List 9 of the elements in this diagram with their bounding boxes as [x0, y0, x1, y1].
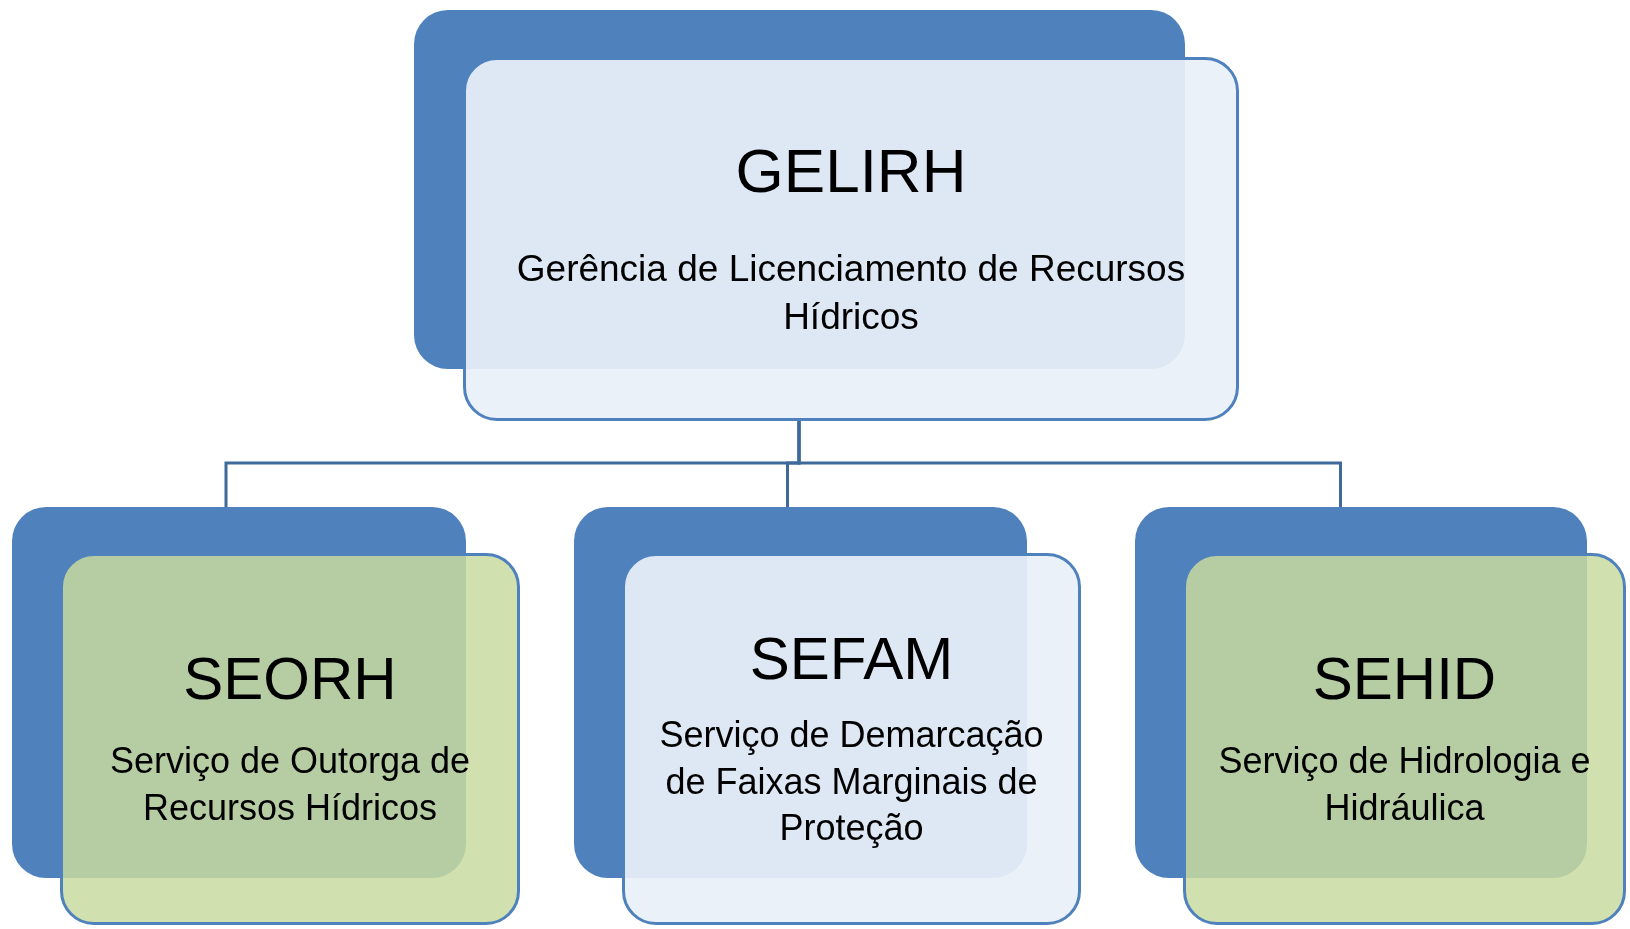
unit-name: Gerência de Licenciamento de Recursos Hídricos — [515, 247, 1187, 340]
connector-line — [797, 421, 1342, 507]
unit-name: Serviço de Demarcação de Faixas Marginais de Proteção — [658, 712, 1045, 851]
unit-acronym: SEORH — [183, 646, 397, 713]
unit-name: Serviço de Hidrologia e Hidráulica — [1217, 739, 1592, 830]
unit-name: Serviço de Outorga de Recursos Hídricos — [108, 739, 472, 830]
unit-acronym: SEFAM — [749, 625, 954, 692]
unit-acronym: GELIRH — [735, 136, 967, 205]
unit-acronym: SEHID — [1312, 646, 1497, 713]
